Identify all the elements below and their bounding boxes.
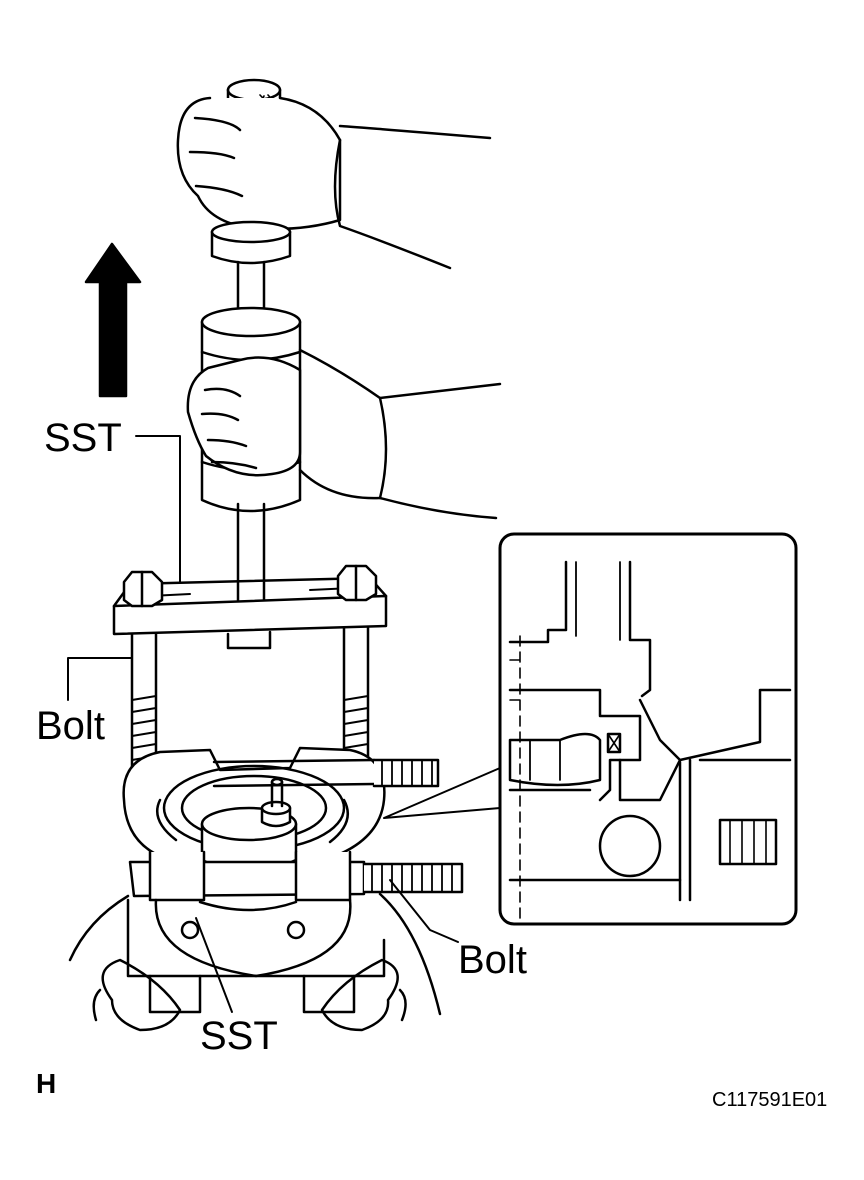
lower-horizontal-bolt: [128, 850, 464, 902]
upper-horizontal-bolt: [212, 758, 440, 788]
leader-sst-bottom: [195, 917, 233, 1013]
sst-bottom-label: SST: [200, 1014, 278, 1058]
knuckle-base: [68, 892, 442, 1032]
right-hex-nut: [336, 564, 378, 602]
section-letter: H: [36, 1068, 57, 1099]
leader-bolt-left: [67, 657, 133, 701]
bolt-left-label: Bolt: [36, 704, 105, 748]
inset-detail: [498, 532, 798, 926]
hub-center: [200, 777, 298, 873]
left-hex-nut: [122, 570, 164, 608]
leader-sst-top: [135, 435, 181, 583]
puller-crossbar: [112, 576, 388, 650]
arrow-up-icon: [84, 242, 142, 398]
slide-shaft-lower: [236, 502, 266, 602]
figure-code: C117591E01: [712, 1089, 828, 1111]
upper-ring: [210, 220, 292, 265]
puller-claw-body: [122, 746, 386, 862]
bolt-right-label: Bolt: [458, 938, 527, 982]
lower-hand: [186, 348, 502, 520]
inset-callout-pointer: [383, 767, 501, 819]
hub-flange: [154, 898, 352, 978]
upper-hand: [176, 96, 492, 270]
leader-bolt-right: [389, 879, 459, 943]
sst-top-label: SST: [44, 416, 122, 460]
